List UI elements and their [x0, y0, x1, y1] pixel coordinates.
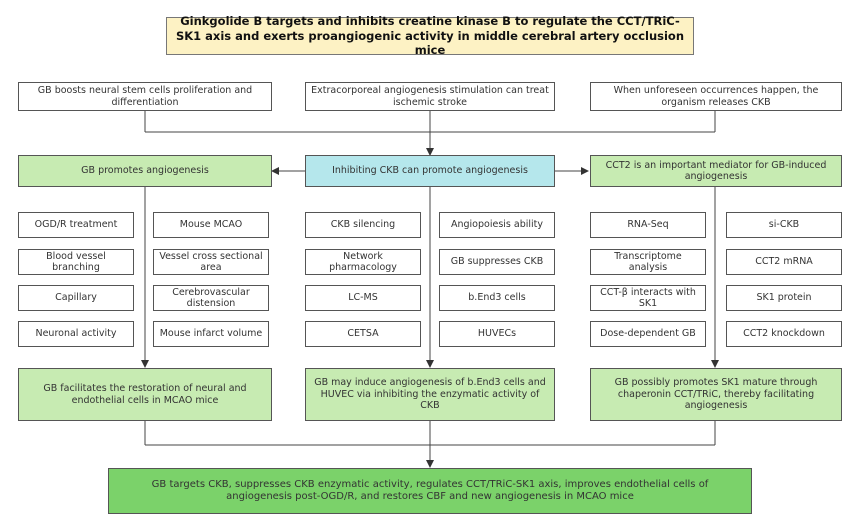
item-rna-seq: RNA-Seq: [590, 212, 706, 238]
item-gb-suppresses-ckb: GB suppresses CKB: [439, 249, 555, 275]
item-dose-dependent-gb: Dose-dependent GB: [590, 321, 706, 347]
item-transcriptome-analysis: Transcriptome analysis: [590, 249, 706, 275]
item-sk1-protein: SK1 protein: [726, 285, 842, 311]
item-ogdr-treatment: OGD/R treatment: [18, 212, 134, 238]
item-capillary: Capillary: [18, 285, 134, 311]
item-ckb-silencing: CKB silencing: [305, 212, 421, 238]
item-neuronal-activity: Neuronal activity: [18, 321, 134, 347]
result-box-center: GB may induce angiogenesis of b.End3 cel…: [305, 368, 555, 421]
top-box-neural-stem-cells: GB boosts neural stem cells proliferatio…: [18, 82, 272, 111]
item-huvecs: HUVECs: [439, 321, 555, 347]
item-cct2-mrna: CCT2 mRNA: [726, 249, 842, 275]
top-box-extracorporeal-angiogenesis: Extracorporeal angiogenesis stimulation …: [305, 82, 555, 111]
item-blood-vessel-branching: Blood vessel branching: [18, 249, 134, 275]
top-box-organism-releases-ckb: When unforeseen occurrences happen, the …: [590, 82, 842, 111]
diagram-title: Ginkgolide B targets and inhibits creati…: [166, 14, 694, 57]
item-mouse-infarct-volume: Mouse infarct volume: [153, 321, 269, 347]
box-cct2-mediator: CCT2 is an important mediator for GB-ind…: [590, 155, 842, 187]
item-cetsa: CETSA: [305, 321, 421, 347]
box-inhibiting-ckb: Inhibiting CKB can promote angiogenesis: [305, 155, 555, 187]
result-box-right: GB possibly promotes SK1 mature through …: [590, 368, 842, 421]
item-si-ckb: si-CKB: [726, 212, 842, 238]
box-gb-promotes-angiogenesis: GB promotes angiogenesis: [18, 155, 272, 187]
item-cerebrovascular-distension: Cerebrovascular distension: [153, 285, 269, 311]
item-vessel-cross-sectional-area: Vessel cross sectional area: [153, 249, 269, 275]
item-cct2-knockdown: CCT2 knockdown: [726, 321, 842, 347]
item-lc-ms: LC-MS: [305, 285, 421, 311]
item-network-pharmacology: Network pharmacology: [305, 249, 421, 275]
item-angiopoiesis-ability: Angiopoiesis ability: [439, 212, 555, 238]
conclusion-box: GB targets CKB, suppresses CKB enzymatic…: [108, 468, 752, 514]
item-cct-beta-interacts-sk1: CCT-β interacts with SK1: [590, 285, 706, 311]
item-mouse-mcao: Mouse MCAO: [153, 212, 269, 238]
item-bend3-cells: b.End3 cells: [439, 285, 555, 311]
result-box-left: GB facilitates the restoration of neural…: [18, 368, 272, 421]
